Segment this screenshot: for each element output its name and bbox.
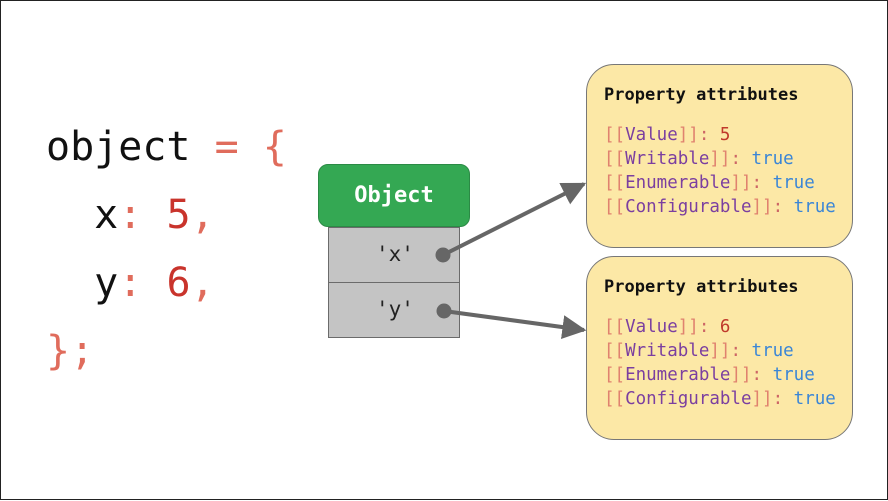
attr-colon: : bbox=[751, 365, 773, 385]
bracket-open: [[ bbox=[604, 341, 626, 361]
code-key-x: x bbox=[94, 192, 119, 238]
bracket-open: [[ bbox=[604, 365, 626, 385]
bracket-open: [[ bbox=[604, 389, 626, 409]
bracket-open: [[ bbox=[604, 197, 626, 217]
code-close-brace: }; bbox=[46, 328, 95, 374]
bracket-close: ]] bbox=[730, 365, 752, 385]
arrow-x-to-card bbox=[435, 182, 587, 263]
bracket-open: [[ bbox=[604, 173, 626, 193]
attr-colon: : bbox=[730, 341, 752, 361]
code-colon: : bbox=[118, 192, 167, 238]
pointer-dot-x bbox=[435, 247, 451, 263]
code-open-brace: = { bbox=[190, 124, 287, 170]
attr-name: Value bbox=[625, 317, 678, 337]
bracket-close: ]] bbox=[730, 173, 752, 193]
attr-value: 5 bbox=[719, 125, 731, 145]
attr-row-writable: [[Writable]]: true bbox=[604, 339, 852, 363]
code-colon: : bbox=[118, 260, 167, 306]
code-comma: , bbox=[190, 260, 215, 306]
attr-name: Enumerable bbox=[625, 365, 731, 385]
code-value-y: 6 bbox=[166, 260, 191, 306]
attr-row-value: [[Value]]: 5 bbox=[604, 123, 852, 147]
code-identifier: object bbox=[46, 124, 191, 170]
attr-value: true bbox=[751, 341, 794, 361]
attr-colon: : bbox=[730, 149, 752, 169]
attr-value: true bbox=[751, 149, 794, 169]
bracket-close: ]] bbox=[751, 197, 773, 217]
pointer-dot-y bbox=[436, 303, 452, 319]
attr-row-enumerable: [[Enumerable]]: true bbox=[604, 171, 852, 195]
attr-name: Configurable bbox=[625, 197, 752, 217]
attr-name: Configurable bbox=[625, 389, 752, 409]
bracket-open: [[ bbox=[604, 149, 626, 169]
bracket-close: ]] bbox=[709, 341, 731, 361]
code-line-1: object = { bbox=[46, 113, 287, 181]
code-line-3: y: 6, bbox=[46, 249, 287, 317]
code-value-x: 5 bbox=[166, 192, 191, 238]
code-line-2: x: 5, bbox=[46, 181, 287, 249]
attr-colon: : bbox=[698, 125, 720, 145]
attr-row-enumerable: [[Enumerable]]: true bbox=[604, 363, 852, 387]
attr-value: true bbox=[793, 389, 836, 409]
code-comma: , bbox=[190, 192, 215, 238]
object-slot-y: 'y' bbox=[328, 282, 460, 338]
property-attributes-card-x: Property attributes [[Value]]: 5 [[Writa… bbox=[586, 64, 853, 248]
attr-colon: : bbox=[772, 197, 794, 217]
bracket-close: ]] bbox=[677, 125, 699, 145]
card-title: Property attributes bbox=[604, 277, 799, 297]
property-attributes-card-y: Property attributes [[Value]]: 6 [[Writa… bbox=[586, 256, 853, 440]
attr-colon: : bbox=[698, 317, 720, 337]
slot-key-y: 'y' bbox=[376, 297, 414, 321]
bracket-close: ]] bbox=[751, 389, 773, 409]
bracket-close: ]] bbox=[709, 149, 731, 169]
arrow-y-to-card bbox=[436, 303, 587, 339]
attr-name: Writable bbox=[625, 341, 710, 361]
code-line-4: }; bbox=[46, 317, 287, 385]
attr-colon: : bbox=[772, 389, 794, 409]
attr-name: Enumerable bbox=[625, 173, 731, 193]
card-title: Property attributes bbox=[604, 85, 799, 105]
object-header: Object bbox=[318, 164, 470, 227]
attr-row-configurable: [[Configurable]]: true bbox=[604, 387, 852, 411]
attr-name: Writable bbox=[625, 149, 710, 169]
attr-name: Value bbox=[625, 125, 678, 145]
code-block: object = { x: 5, y: 6, }; bbox=[46, 113, 287, 385]
attr-row-writable: [[Writable]]: true bbox=[604, 147, 852, 171]
code-key-y: y bbox=[94, 260, 119, 306]
object-header-label: Object bbox=[354, 183, 434, 208]
attr-value: true bbox=[772, 173, 815, 193]
bracket-open: [[ bbox=[604, 125, 626, 145]
bracket-open: [[ bbox=[604, 317, 626, 337]
attr-colon: : bbox=[751, 173, 773, 193]
attr-value: 6 bbox=[719, 317, 731, 337]
bracket-close: ]] bbox=[677, 317, 699, 337]
attr-value: true bbox=[772, 365, 815, 385]
slot-key-x: 'x' bbox=[376, 242, 414, 266]
attr-row-value: [[Value]]: 6 bbox=[604, 315, 852, 339]
attr-value: true bbox=[793, 197, 836, 217]
attr-row-configurable: [[Configurable]]: true bbox=[604, 195, 852, 219]
